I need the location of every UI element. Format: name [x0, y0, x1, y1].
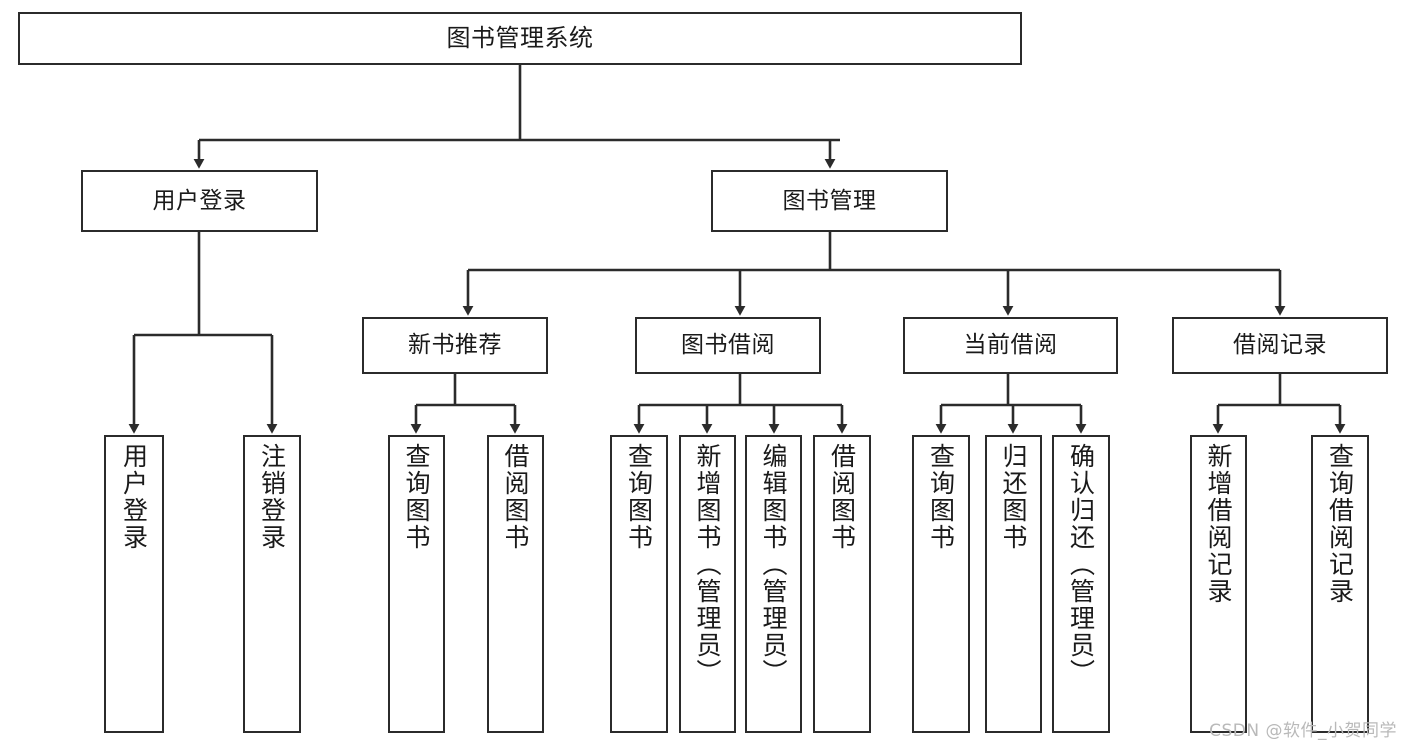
node-book-borrow[interactable]: 图书借阅 — [635, 317, 821, 374]
node-user-login[interactable]: 用户登录 — [81, 170, 318, 232]
leaf-query-borrow-record[interactable]: 查询借阅记录 — [1311, 435, 1369, 733]
leaf-borrow-query-book[interactable]: 查询图书 — [610, 435, 668, 733]
leaf-edit-book-admin[interactable]: 编辑图书（管理员） — [745, 435, 802, 733]
node-root-label: 图书管理系统 — [446, 23, 594, 52]
leaf-newbook-query-book[interactable]: 查询图书 — [388, 435, 445, 733]
leaf-add-book-admin-label: 新增图书（管理员） — [693, 443, 722, 686]
leaf-newbook-borrow-book[interactable]: 借阅图书 — [487, 435, 544, 733]
node-root[interactable]: 图书管理系统 — [18, 12, 1022, 65]
leaf-logout-label: 注销登录 — [257, 443, 287, 551]
node-user-login-label: 用户登录 — [152, 187, 247, 214]
node-new-book-recommend[interactable]: 新书推荐 — [362, 317, 548, 374]
leaf-add-borrow-record-label: 新增借阅记录 — [1204, 443, 1233, 605]
leaf-user-login[interactable]: 用户登录 — [104, 435, 164, 733]
node-book-management-label: 图书管理 — [782, 187, 877, 214]
leaf-add-borrow-record[interactable]: 新增借阅记录 — [1190, 435, 1247, 733]
watermark: CSDN @软件_小贺同学 — [1209, 721, 1397, 741]
leaf-edit-book-admin-label: 编辑图书（管理员） — [759, 443, 788, 686]
leaf-current-query-book[interactable]: 查询图书 — [912, 435, 970, 733]
leaf-confirm-return-admin-label: 确认归还（管理员） — [1066, 443, 1096, 686]
node-current-borrow[interactable]: 当前借阅 — [903, 317, 1118, 374]
node-current-borrow-label: 当前借阅 — [963, 332, 1058, 359]
node-borrow-records-label: 借阅记录 — [1233, 332, 1327, 359]
leaf-newbook-query-book-label: 查询图书 — [402, 443, 431, 551]
leaf-user-login-label: 用户登录 — [119, 443, 149, 551]
leaf-newbook-borrow-book-label: 借阅图书 — [501, 443, 530, 551]
leaf-confirm-return-admin[interactable]: 确认归还（管理员） — [1052, 435, 1110, 733]
leaf-borrow-book-label: 借阅图书 — [827, 443, 857, 551]
node-borrow-records[interactable]: 借阅记录 — [1172, 317, 1388, 374]
leaf-add-book-admin[interactable]: 新增图书（管理员） — [679, 435, 736, 733]
leaf-logout[interactable]: 注销登录 — [243, 435, 301, 733]
leaf-return-book-label: 归还图书 — [999, 443, 1028, 551]
leaf-query-borrow-record-label: 查询借阅记录 — [1325, 443, 1355, 605]
node-book-management[interactable]: 图书管理 — [711, 170, 948, 232]
leaf-borrow-query-book-label: 查询图书 — [624, 443, 654, 551]
node-new-book-recommend-label: 新书推荐 — [408, 332, 502, 359]
leaf-return-book[interactable]: 归还图书 — [985, 435, 1042, 733]
node-book-borrow-label: 图书借阅 — [681, 332, 775, 359]
leaf-current-query-book-label: 查询图书 — [926, 443, 956, 551]
leaf-borrow-book[interactable]: 借阅图书 — [813, 435, 871, 733]
